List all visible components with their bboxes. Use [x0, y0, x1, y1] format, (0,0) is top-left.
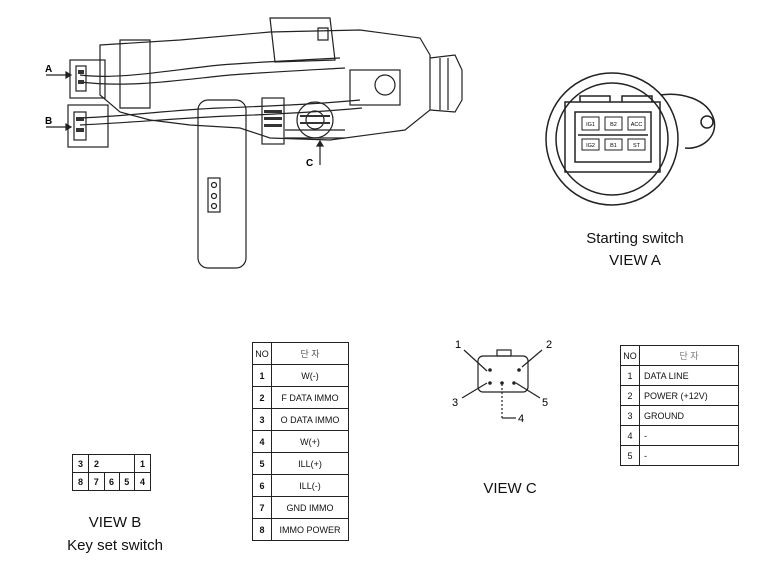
ignition-switch-assembly-drawing: A B C: [45, 17, 463, 269]
view-b-cavity: 4: [134, 472, 151, 491]
pin-name: ILL(+): [271, 452, 349, 475]
immobilizer-connector-view-c: 1 2 3 4 5: [452, 339, 552, 425]
view-c-pin-label: 3: [452, 397, 458, 409]
table-header-no: NO: [620, 345, 640, 366]
pin-name: W(-): [271, 364, 349, 387]
view-c-pin-label: 1: [455, 339, 461, 351]
view-c-pin-label: 5: [542, 397, 548, 409]
view-b-cavity: 3: [72, 454, 89, 473]
pin-number: 8: [252, 518, 272, 541]
view-a-pin-acc: ACC: [631, 122, 643, 128]
table-header-terminal: 단 자: [639, 345, 739, 366]
view-c-pin-label: 4: [518, 413, 524, 425]
pin-number: 1: [252, 364, 272, 387]
pin-number: 6: [252, 474, 272, 497]
pin-number: 2: [620, 385, 640, 406]
view-b-cavity: [119, 454, 135, 473]
pin-name: O DATA IMMO: [271, 408, 349, 431]
view-a-pin-ig1: IG1: [586, 122, 595, 128]
pin-number: 2: [252, 386, 272, 409]
pin-name: -: [639, 445, 739, 466]
table-row: 5-: [620, 445, 739, 466]
pin-number: 4: [252, 430, 272, 453]
view-a-pin-st: ST: [633, 143, 641, 149]
view-b-cavity: 7: [88, 472, 105, 491]
view-a-pin-ig2: IG2: [586, 143, 595, 149]
table-header-no: NO: [252, 342, 272, 365]
view-c-caption: VIEW C: [483, 480, 537, 497]
view-a-caption-view: VIEW A: [609, 252, 661, 269]
arrow-b-label: B: [45, 116, 52, 127]
table-row: 4-: [620, 425, 739, 446]
view-b-cavity: 8: [72, 472, 89, 491]
pin-name: W(+): [271, 430, 349, 453]
table-header-terminal: 단 자: [271, 342, 349, 365]
view-b-caption-title: Key set switch: [67, 537, 163, 554]
pin-name: IMMO POWER: [271, 518, 349, 541]
arrow-c-label: C: [306, 158, 313, 169]
pin-number: 5: [252, 452, 272, 475]
view-a-pin-b1: B1: [610, 143, 617, 149]
view-b-caption-view: VIEW B: [88, 514, 142, 531]
view-b-cavity: 2: [88, 454, 104, 473]
view-b-cavity: 6: [103, 472, 120, 491]
pin-number: 5: [620, 445, 640, 466]
view-a-caption-title: Starting switch: [586, 230, 684, 247]
pin-name: ILL(-): [271, 474, 349, 497]
pin-number: 4: [620, 425, 640, 446]
pin-number: 3: [620, 405, 640, 426]
pin-name: GND IMMO: [271, 496, 349, 519]
key-set-switch-connector: 3 2 1 8 7 6 5 4: [72, 454, 151, 491]
pin-number: 7: [252, 496, 272, 519]
view-b-cavity: 1: [134, 454, 151, 473]
pin-number: 1: [620, 365, 640, 386]
pin-name: POWER (+12V): [639, 385, 739, 406]
pin-name: -: [639, 425, 739, 446]
pin-name: DATA LINE: [639, 365, 739, 386]
pin-number: 3: [252, 408, 272, 431]
view-c-pin-label: 2: [546, 339, 552, 351]
pin-name: GROUND: [639, 405, 739, 426]
view-b-cavity: [104, 454, 119, 473]
view-b-cavity: 5: [118, 472, 135, 491]
view-a-pin-b2: B2: [610, 122, 617, 128]
arrow-a-label: A: [45, 64, 52, 75]
pin-name: F DATA IMMO: [271, 386, 349, 409]
starting-switch-view-a: IG1 B2 ACC IG2 B1 ST: [545, 72, 716, 206]
